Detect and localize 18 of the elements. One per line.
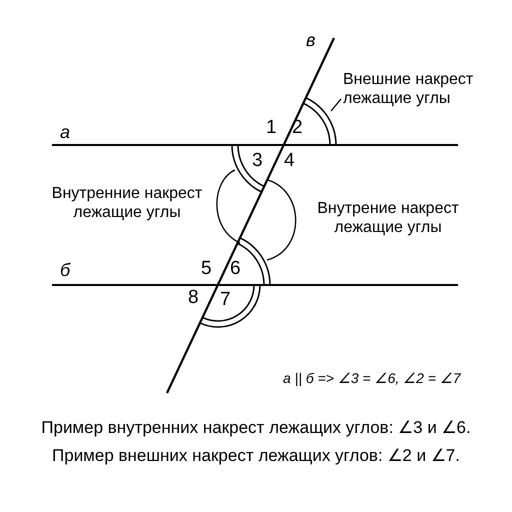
angle-number: 1 [266,117,277,140]
line-name: в [306,30,316,52]
line-name: б [60,260,70,282]
angle-number: 7 [220,289,231,312]
formula-text: а || б => ∠3 = ∠6, ∠2 = ∠7 [283,370,461,387]
annotation-text: Внешние накрест лежащие углы [343,70,483,108]
annotation-text: Внутренние накрест лежащие углы [50,184,204,222]
caption-text: Пример внутренних накрест лежащих углов: ∠3 и ∠6. [40,418,472,438]
angle-number: 5 [201,258,212,281]
angle-arc [303,97,337,146]
caption-text: Пример внешних накрест лежащих углов: ∠2 и ∠7. [51,446,461,466]
annotation-text: Внутрение накрест лежащие углы [316,199,460,238]
leader-line [330,98,342,112]
angle-number: 6 [230,258,241,281]
line-name: а [60,122,70,144]
angle-number: 8 [188,287,199,310]
angle-number: 4 [284,150,295,173]
angle-number: 3 [252,150,263,173]
